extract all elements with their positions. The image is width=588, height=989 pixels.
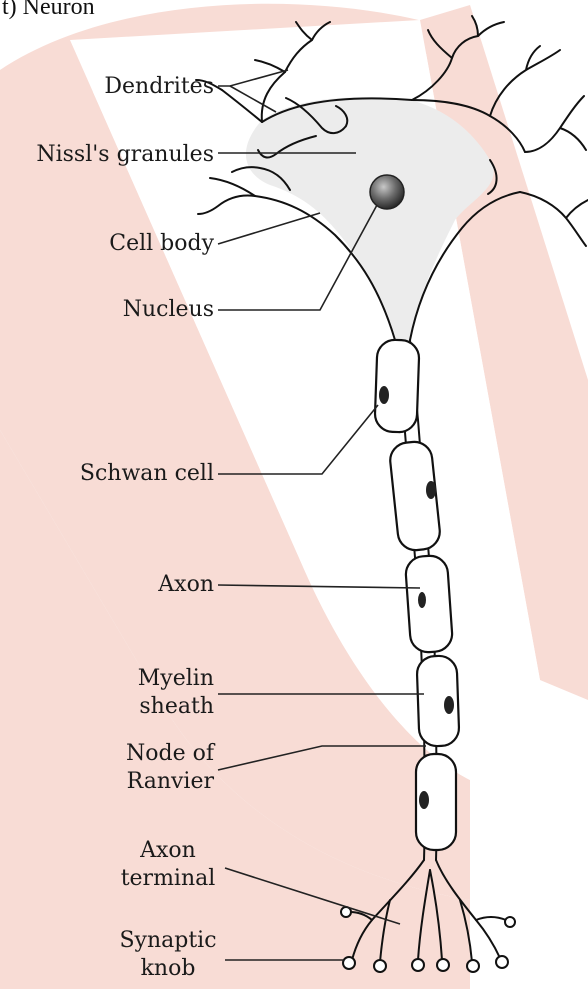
label-dendrites: Dendrites: [104, 74, 214, 99]
label-knob-line2: knob: [141, 956, 196, 981]
label-knob-line1: Synaptic: [119, 928, 216, 953]
figure-title: t) Neuron: [2, 0, 95, 20]
label-cell-body: Cell body: [109, 231, 214, 256]
label-schwan-cell: Schwan cell: [80, 461, 214, 486]
label-terminal-line2: terminal: [121, 866, 216, 891]
label-node-line2: Ranvier: [127, 769, 215, 794]
label-terminal-line1: Axon: [139, 838, 196, 863]
nucleus-shape: [370, 175, 404, 209]
label-nucleus: Nucleus: [123, 297, 214, 322]
label-node-line1: Node of: [126, 741, 216, 766]
label-nissl-granules: Nissl's granules: [36, 142, 214, 167]
label-myelin-line1: Myelin: [138, 666, 214, 691]
label-myelin-line2: sheath: [139, 694, 214, 719]
label-axon: Axon: [157, 572, 214, 597]
